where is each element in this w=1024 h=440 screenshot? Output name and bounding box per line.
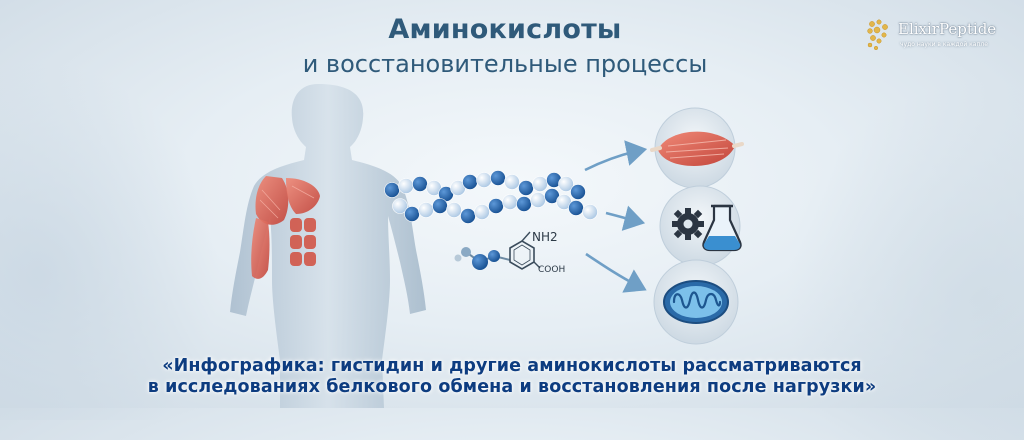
torso-muscles-icon: [251, 176, 320, 279]
muscle-circle: [650, 107, 744, 189]
amino-acid-molecule-icon: NH2 COOH: [454, 230, 565, 275]
logo-name: ElixirPeptide: [898, 20, 997, 38]
gear-icon: [672, 208, 704, 240]
background-fog-left: [0, 60, 220, 420]
caption-line-1: «Инфографика: гистидин и другие аминокис…: [162, 356, 862, 376]
protein-chain-icon: [384, 170, 598, 224]
flask-icon: [702, 204, 742, 252]
arrow-to-muscle: [584, 140, 648, 172]
page-subtitle: и восстановительные процессы: [302, 50, 708, 78]
infographic-scene: NH2 COOH: [230, 84, 744, 408]
human-body-icon: [230, 84, 426, 408]
caption-line-2: в исследованиях белкового обмена и восст…: [147, 377, 877, 397]
muscle-icon: [650, 131, 744, 166]
arrow-to-mitochondria: [585, 252, 647, 293]
background-fog-right: [784, 80, 1024, 440]
mitochondria-circle: [653, 259, 739, 345]
metabolism-circle: [659, 185, 742, 267]
arrow-to-metabolism: [605, 205, 646, 231]
mitochondrion-icon: [663, 280, 729, 324]
honeycomb-logo-icon: [867, 19, 888, 51]
cooh-label: COOH: [538, 265, 565, 275]
brand-logo[interactable]: ElixirPeptide чудо науки в каждой капле: [864, 18, 1024, 54]
logo-tagline: чудо науки в каждой капле: [900, 41, 988, 48]
arrows: [584, 140, 648, 293]
page-title: Аминокислоты: [388, 14, 622, 45]
nh2-label: NH2: [532, 230, 558, 244]
